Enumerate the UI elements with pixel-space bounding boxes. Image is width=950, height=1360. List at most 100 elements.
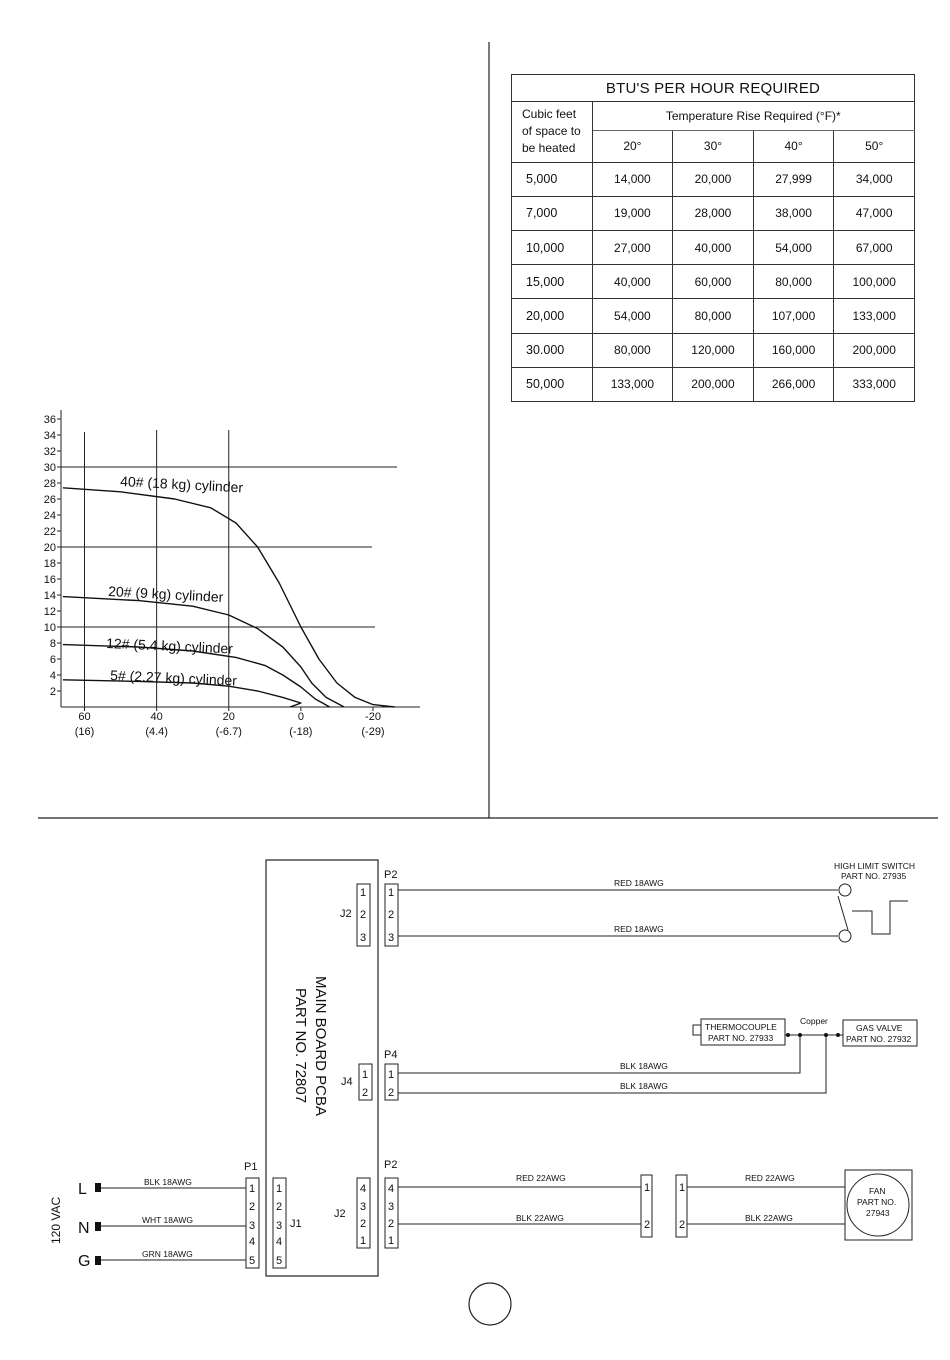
fan-inline-a-pin-1: 1 <box>644 1182 650 1194</box>
wire-label-blk18-b: BLK 18AWG <box>620 1081 668 1091</box>
btu-value: 200,000 <box>672 366 754 403</box>
series-label: 12# (5.4 kg) cylinder <box>106 635 234 657</box>
btu-value: 200,000 <box>833 332 915 368</box>
wire-label-red18-top: RED 18AWG <box>614 878 664 888</box>
board-title: MAIN BOARD PCBA <box>312 976 329 1116</box>
y-tick-label: 14 <box>44 590 56 602</box>
temperature-rise-header: Temperature Rise Required (°F)* <box>591 101 916 132</box>
y-tick-label: 2 <box>50 686 56 698</box>
copper-node-1 <box>786 1033 790 1037</box>
btu-value: 333,000 <box>833 366 915 403</box>
column-header-20: 20° <box>591 130 674 163</box>
board-part-number: PART NO. 72807 <box>292 988 309 1103</box>
thermocouple-tip <box>692 1024 702 1036</box>
p1-connector <box>245 1177 260 1269</box>
p2-lower-pin: 1 <box>388 1235 394 1247</box>
high-limit-bracket <box>852 900 908 935</box>
series-line <box>62 643 331 708</box>
column-header-50: 50° <box>833 130 915 163</box>
p4-connector <box>384 1063 399 1101</box>
space-value: 50,000 <box>511 366 593 403</box>
y-tick-label: 18 <box>44 558 56 570</box>
btu-value: 34,000 <box>833 161 915 197</box>
btu-value: 133,000 <box>833 298 915 334</box>
copper-node-3 <box>824 1033 828 1037</box>
btu-value: 80,000 <box>672 298 754 334</box>
j4-connector <box>358 1063 373 1101</box>
p2-upper-label: P2 <box>384 869 397 881</box>
x-tick-label-c: (-18) <box>289 726 312 738</box>
y-tick-label: 8 <box>50 638 56 650</box>
wire-label-g: GRN 18AWG <box>142 1249 193 1259</box>
p2-lower-label: P2 <box>384 1159 397 1171</box>
btu-value: 160,000 <box>752 332 835 368</box>
btu-value: 27,000 <box>591 229 674 266</box>
terminal-l <box>95 1183 101 1192</box>
j2-upper-pin: 2 <box>360 909 366 921</box>
gas-valve-box <box>842 1019 918 1047</box>
column-header-40: 40° <box>752 130 835 163</box>
fan-inline-b-pin-2: 2 <box>679 1219 685 1231</box>
fan-part-number: 27943 <box>866 1208 890 1218</box>
p2-lower-pin: 3 <box>388 1201 394 1213</box>
p1-pin: 1 <box>249 1183 255 1195</box>
btu-value: 67,000 <box>833 229 915 266</box>
btu-value: 80,000 <box>591 332 674 368</box>
wire-thermocouple <box>398 1035 801 1074</box>
line-label-l: L <box>78 1181 87 1198</box>
wire-label-blk18-a: BLK 18AWG <box>620 1061 668 1071</box>
btu-value: 38,000 <box>752 195 835 231</box>
fan-icon <box>846 1173 910 1237</box>
y-tick-label: 36 <box>44 414 56 426</box>
copper-node-4 <box>836 1033 840 1037</box>
high-limit-switch-arm <box>837 895 849 931</box>
thermocouple-label: THERMOCOUPLE <box>705 1022 777 1032</box>
j2-upper-connector <box>356 883 371 947</box>
p1-pin: 4 <box>249 1236 255 1248</box>
p4-pin-1: 1 <box>388 1069 394 1081</box>
chart-grid <box>61 430 397 707</box>
p2-lower-pin: 2 <box>388 1218 394 1230</box>
btu-value: 80,000 <box>752 264 835 300</box>
btu-value: 54,000 <box>591 298 674 334</box>
p2-upper-pin: 1 <box>388 887 394 899</box>
x-tick-label-c: (-29) <box>361 726 384 738</box>
j2-lower-pin: 3 <box>360 1201 366 1213</box>
j1-label: J1 <box>290 1218 302 1230</box>
wire-label-blk22-b: BLK 22AWG <box>745 1213 793 1223</box>
j4-pin-2: 2 <box>362 1087 368 1099</box>
series-label: 40# (18 kg) cylinder <box>120 473 244 495</box>
space-label-line-2: of space to <box>522 124 581 139</box>
p2-lower-pin: 4 <box>388 1183 394 1195</box>
btu-value: 14,000 <box>591 161 674 197</box>
j2-upper-pin: 1 <box>360 887 366 899</box>
line-label-g: G <box>78 1253 90 1270</box>
btu-value: 133,000 <box>591 366 674 403</box>
terminal-g <box>95 1256 101 1265</box>
y-tick-label: 30 <box>44 462 56 474</box>
fan-inline-b-pin-1: 1 <box>679 1182 685 1194</box>
column-header-30: 30° <box>672 130 754 163</box>
fan-inline-connector-a <box>640 1174 653 1238</box>
wire-label-red18-bottom: RED 18AWG <box>614 924 664 934</box>
space-label-line-3: be heated <box>522 141 576 156</box>
y-tick-label: 32 <box>44 446 56 458</box>
p4-pin-2: 2 <box>388 1087 394 1099</box>
copper-label: Copper <box>800 1016 828 1026</box>
btu-value: 100,000 <box>833 264 915 300</box>
series-label: 5# (2.27 kg) cylinder <box>110 667 238 689</box>
btu-table: BTU'S PER HOUR REQUIRED Cubic feet of sp… <box>511 73 916 403</box>
copper-node-2 <box>798 1033 802 1037</box>
j1-pin: 2 <box>276 1201 282 1213</box>
fan-part-label: PART NO. <box>857 1197 896 1207</box>
x-tick-label-c: (-6.7) <box>216 726 242 738</box>
x-tick-label-f: 60 <box>78 711 90 723</box>
j1-pin: 1 <box>276 1183 282 1195</box>
x-tick-label-c: (16) <box>75 726 95 738</box>
btu-value: 40,000 <box>672 229 754 266</box>
